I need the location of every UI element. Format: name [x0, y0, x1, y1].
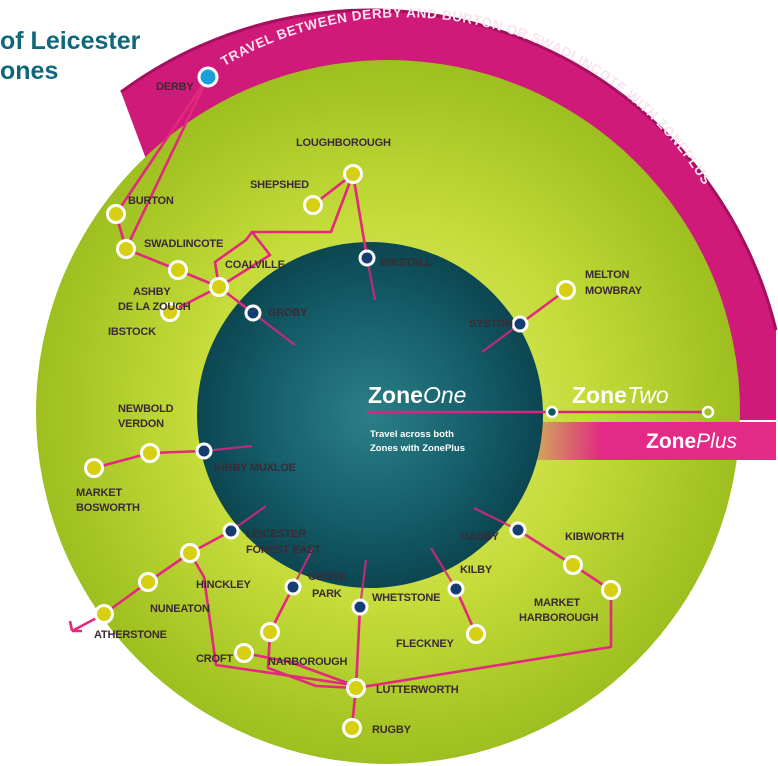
station-kibworth[interactable]	[563, 555, 583, 575]
label-newbold-1: NEWBOLD	[118, 403, 174, 415]
station-atherstone[interactable]	[94, 604, 114, 624]
outer-stations	[84, 164, 621, 738]
zoneplus-tab	[508, 422, 776, 460]
station-coalville[interactable]	[209, 277, 229, 297]
station-rugby[interactable]	[342, 718, 362, 738]
station-melton-mowbray[interactable]	[556, 280, 576, 300]
label-croft: CROFT	[196, 653, 233, 665]
station-ibstock[interactable]	[160, 302, 180, 322]
station-syston[interactable]	[511, 315, 529, 333]
station-hinckley[interactable]	[180, 543, 200, 563]
zoneplus-band-edge	[120, 8, 778, 331]
label-swadlincote: SWADLINCOTE	[144, 238, 223, 250]
label-hinckley: HINCKLEY	[196, 579, 251, 591]
label-atherstone: ATHERSTONE	[94, 629, 167, 641]
zoneplus-band	[121, 10, 776, 420]
label-coalville: COALVILLE	[225, 259, 285, 271]
zone-one-boundary-marker	[545, 405, 559, 419]
station-burton[interactable]	[106, 204, 126, 224]
label-groby: GROBY	[268, 307, 308, 319]
station-fleckney[interactable]	[466, 624, 486, 644]
label-ashby-2: DE LA ZOUCH	[118, 301, 191, 313]
label-derby: DERBY	[156, 81, 194, 93]
label-melton-2: MOWBRAY	[585, 285, 643, 297]
label-market-bosworth-1: MARKET	[76, 487, 122, 499]
station-swadlincote[interactable]	[116, 239, 136, 259]
label-market-harborough-1: MARKET	[534, 597, 580, 609]
station-derby[interactable]	[197, 66, 219, 88]
label-lfe-2: FOREST EAST	[246, 544, 321, 556]
station-lutterworth[interactable]	[346, 678, 366, 698]
inner-stations	[195, 249, 529, 616]
station-groby[interactable]	[244, 304, 262, 322]
station-leicester-forest-east[interactable]	[222, 522, 240, 540]
label-shepshed: SHEPSHED	[250, 179, 309, 191]
label-kibworth: KIBWORTH	[565, 531, 624, 543]
station-market-harborough[interactable]	[601, 580, 621, 600]
station-whetstone[interactable]	[351, 598, 369, 616]
station-market-bosworth[interactable]	[84, 458, 104, 478]
label-nuneaton: NUNEATON	[150, 603, 210, 615]
label-kilby: KILBY	[460, 564, 493, 576]
station-grove-park[interactable]	[284, 578, 302, 596]
label-market-bosworth-2: BOSWORTH	[76, 502, 140, 514]
zone-note-line-2: Zones with ZonePlus	[370, 443, 465, 454]
label-syston: SYSTON	[469, 318, 513, 330]
station-croft[interactable]	[234, 643, 254, 663]
label-ashby-1: ASHBY	[133, 286, 171, 298]
label-market-harborough-2: HARBOROUGH	[519, 612, 599, 624]
label-ibstock: IBSTOCK	[108, 326, 156, 338]
station-narborough[interactable]	[260, 622, 280, 642]
zone-two-label: ZoneTwo	[572, 382, 669, 408]
label-oadby: OADBY	[460, 531, 500, 543]
label-burton: BURTON	[128, 195, 174, 207]
label-loughborough: LOUGHBOROUGH	[296, 137, 391, 149]
label-birstall: BIRSTALL	[380, 257, 432, 269]
title-line-2: ones	[0, 57, 59, 85]
label-newbold-2: VERDON	[118, 418, 164, 430]
station-loughborough[interactable]	[343, 164, 363, 184]
zone-one-label: ZoneOne	[368, 382, 466, 408]
zone-plus-label: ZonePlus	[646, 430, 738, 453]
station-birstall[interactable]	[358, 249, 376, 267]
label-grove-park-2: PARK	[312, 588, 342, 600]
zone-two-boundary-marker	[701, 405, 715, 419]
label-narborough: NARBOROUGH	[268, 656, 348, 668]
zone-note-line-1: Travel across both	[370, 429, 454, 440]
label-grove-park-1: GROVE	[308, 571, 347, 583]
label-rugby: RUGBY	[372, 724, 412, 736]
station-kilby[interactable]	[447, 580, 465, 598]
station-shepshed[interactable]	[303, 195, 323, 215]
label-melton-1: MELTON	[585, 269, 629, 281]
station-labels: DERBY BURTON SWADLINCOTE ASHBY DE LA ZOU…	[76, 81, 643, 736]
station-nuneaton[interactable]	[138, 572, 158, 592]
station-newbold-verdon[interactable]	[140, 443, 160, 463]
station-oadby[interactable]	[509, 521, 527, 539]
label-lutterworth: LUTTERWORTH	[376, 684, 459, 696]
label-kirby-muxloe: KIRBY MUXLOE	[214, 462, 296, 474]
map-title: of Leicester ones	[0, 26, 140, 86]
label-lfe-1: LEICESTER	[246, 528, 306, 540]
zone-one-disc	[197, 242, 543, 588]
station-ashby[interactable]	[168, 260, 188, 280]
title-line-1: of Leicester	[0, 27, 141, 55]
label-fleckney: FLECKNEY	[396, 638, 455, 650]
station-kirby-muxloe[interactable]	[195, 442, 213, 460]
arrow-atherstone	[68, 620, 82, 633]
label-whetstone: WHETSTONE	[372, 592, 440, 604]
